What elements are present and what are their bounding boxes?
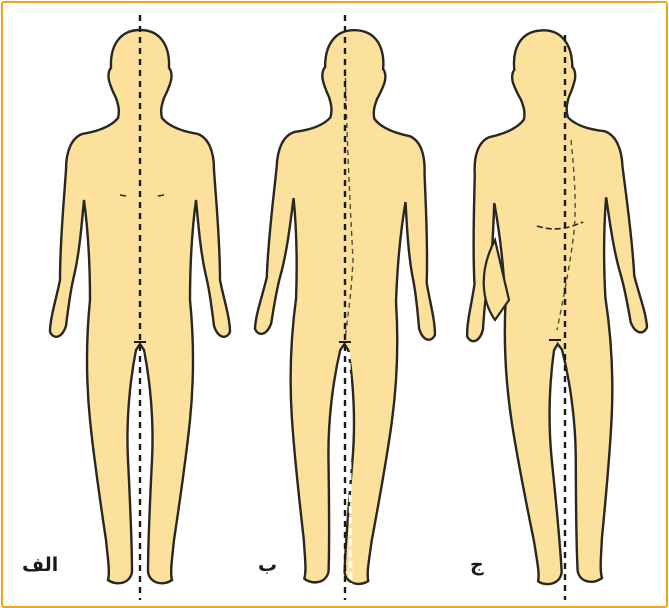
figure-c-body — [451, 26, 660, 588]
panel-label-c: ج — [470, 554, 484, 576]
figure-a — [50, 15, 230, 600]
figure-b — [246, 15, 445, 600]
panel-label-b: ب — [258, 554, 277, 576]
figure-c — [451, 26, 660, 600]
panel-label-a: الف — [22, 554, 58, 576]
